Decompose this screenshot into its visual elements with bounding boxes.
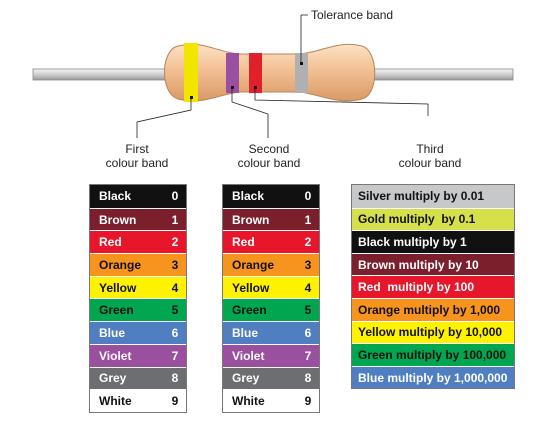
color-name: Violet [99, 348, 132, 363]
color-name: Brown [99, 212, 137, 227]
second-band-leader [231, 88, 269, 138]
color-name: Black [232, 189, 265, 204]
multiplier-row: Gold multiply by 0.1 [352, 207, 514, 231]
digit-value: 2 [171, 235, 179, 250]
first-band-heading: First colour band [97, 142, 177, 170]
second-band [226, 53, 239, 93]
multiplier-row: Orange multiply by 1,000 [352, 297, 514, 321]
multiplier-row: Red multiply by 100 [352, 275, 514, 298]
first-band-heading-line1: First [125, 142, 149, 156]
color-row: Grey 8 [223, 366, 319, 390]
color-row: Yellow 4 [223, 275, 319, 299]
first-band-heading-line2: colour band [105, 156, 169, 170]
digit-value: 2 [304, 235, 312, 250]
color-name: Orange [232, 257, 275, 272]
digit-value: 7 [171, 348, 179, 363]
digit-value: 5 [304, 303, 312, 318]
color-row: White 9 [90, 389, 186, 412]
digit-value: 9 [304, 394, 312, 409]
color-name: Green [99, 303, 134, 318]
digit-value: 0 [304, 189, 312, 204]
digit-value: 7 [304, 348, 312, 363]
color-row: Violet 7 [90, 343, 186, 367]
color-row: Brown 1 [223, 207, 319, 231]
digit-value: 8 [171, 371, 179, 386]
color-name: Yellow [99, 280, 137, 295]
color-row: Green 5 [90, 298, 186, 322]
digit-value: 6 [171, 325, 179, 340]
multiplier-row: Brown multiply by 10 [352, 252, 514, 276]
color-name: Black [99, 189, 132, 204]
third-band [249, 53, 262, 93]
digit-value: 4 [171, 280, 179, 295]
digit-value: 1 [171, 212, 179, 227]
color-name: Grey [99, 371, 127, 386]
color-name: Blue [99, 325, 126, 340]
color-name: Red [232, 235, 255, 250]
digit-value: 8 [304, 371, 312, 386]
color-row: Grey 8 [90, 366, 186, 390]
second-band-heading: Second colour band [227, 142, 311, 170]
third-band-dot [254, 86, 257, 89]
multiplier-row: Black multiply by 1 [352, 230, 514, 253]
multiplier-row: Green multiply by 100,000 [352, 343, 514, 366]
digit-value: 4 [304, 280, 312, 295]
color-row: Violet 7 [223, 343, 319, 367]
multiplier-row: Silver multiply by 0.01 [352, 185, 514, 208]
color-name: Yellow [232, 280, 270, 295]
color-row: White 9 [223, 389, 319, 412]
resistor-body [164, 43, 376, 102]
color-row: Green 5 [223, 298, 319, 322]
color-row: Orange 3 [223, 253, 319, 276]
color-name: Violet [232, 348, 265, 363]
color-row: Blue 6 [90, 321, 186, 344]
digit-value: 5 [171, 303, 179, 318]
color-name: Brown [232, 212, 270, 227]
third-band-heading: Third colour band [388, 142, 472, 170]
color-row: Red 2 [90, 230, 186, 254]
first-band-leader [136, 99, 192, 138]
digit-value: 1 [304, 212, 312, 227]
color-row: Yellow 4 [90, 275, 186, 299]
third-band-heading-line2: colour band [398, 156, 462, 170]
digit-value: 6 [304, 325, 312, 340]
color-name: Grey [232, 371, 260, 386]
third-band-heading-line1: Third [416, 142, 444, 156]
color-name: Orange [99, 257, 142, 272]
color-row: Black 0 [223, 185, 319, 208]
color-row: Red 2 [223, 230, 319, 254]
first-band [184, 43, 198, 102]
digit-value: 0 [171, 189, 179, 204]
digit-value: 3 [304, 257, 312, 272]
color-name: Green [232, 303, 267, 318]
color-row: Brown 1 [90, 207, 186, 231]
tolerance-band-dot [300, 62, 303, 65]
color-row: Black 0 [90, 185, 186, 208]
second-band-heading-line2: colour band [237, 156, 301, 170]
color-row: Blue 6 [223, 321, 319, 344]
multiplier-row: Yellow multiply by 10,000 [352, 320, 514, 344]
color-name: Blue [232, 325, 259, 340]
color-name: White [99, 394, 132, 409]
tolerance-band [295, 53, 308, 93]
digit-value: 3 [171, 257, 179, 272]
multiplier-row: Blue multiply by 1,000,000 [352, 365, 514, 389]
second-band-dot [231, 86, 234, 89]
third-band-leader [254, 88, 429, 116]
second-band-heading-line1: Second [248, 142, 290, 156]
color-name: Red [99, 235, 122, 250]
tolerance-band-label: Tolerance band [311, 8, 394, 22]
first-band-dot [190, 96, 193, 99]
color-row: Orange 3 [90, 253, 186, 276]
color-name: White [232, 394, 265, 409]
digit-value: 9 [171, 394, 179, 409]
